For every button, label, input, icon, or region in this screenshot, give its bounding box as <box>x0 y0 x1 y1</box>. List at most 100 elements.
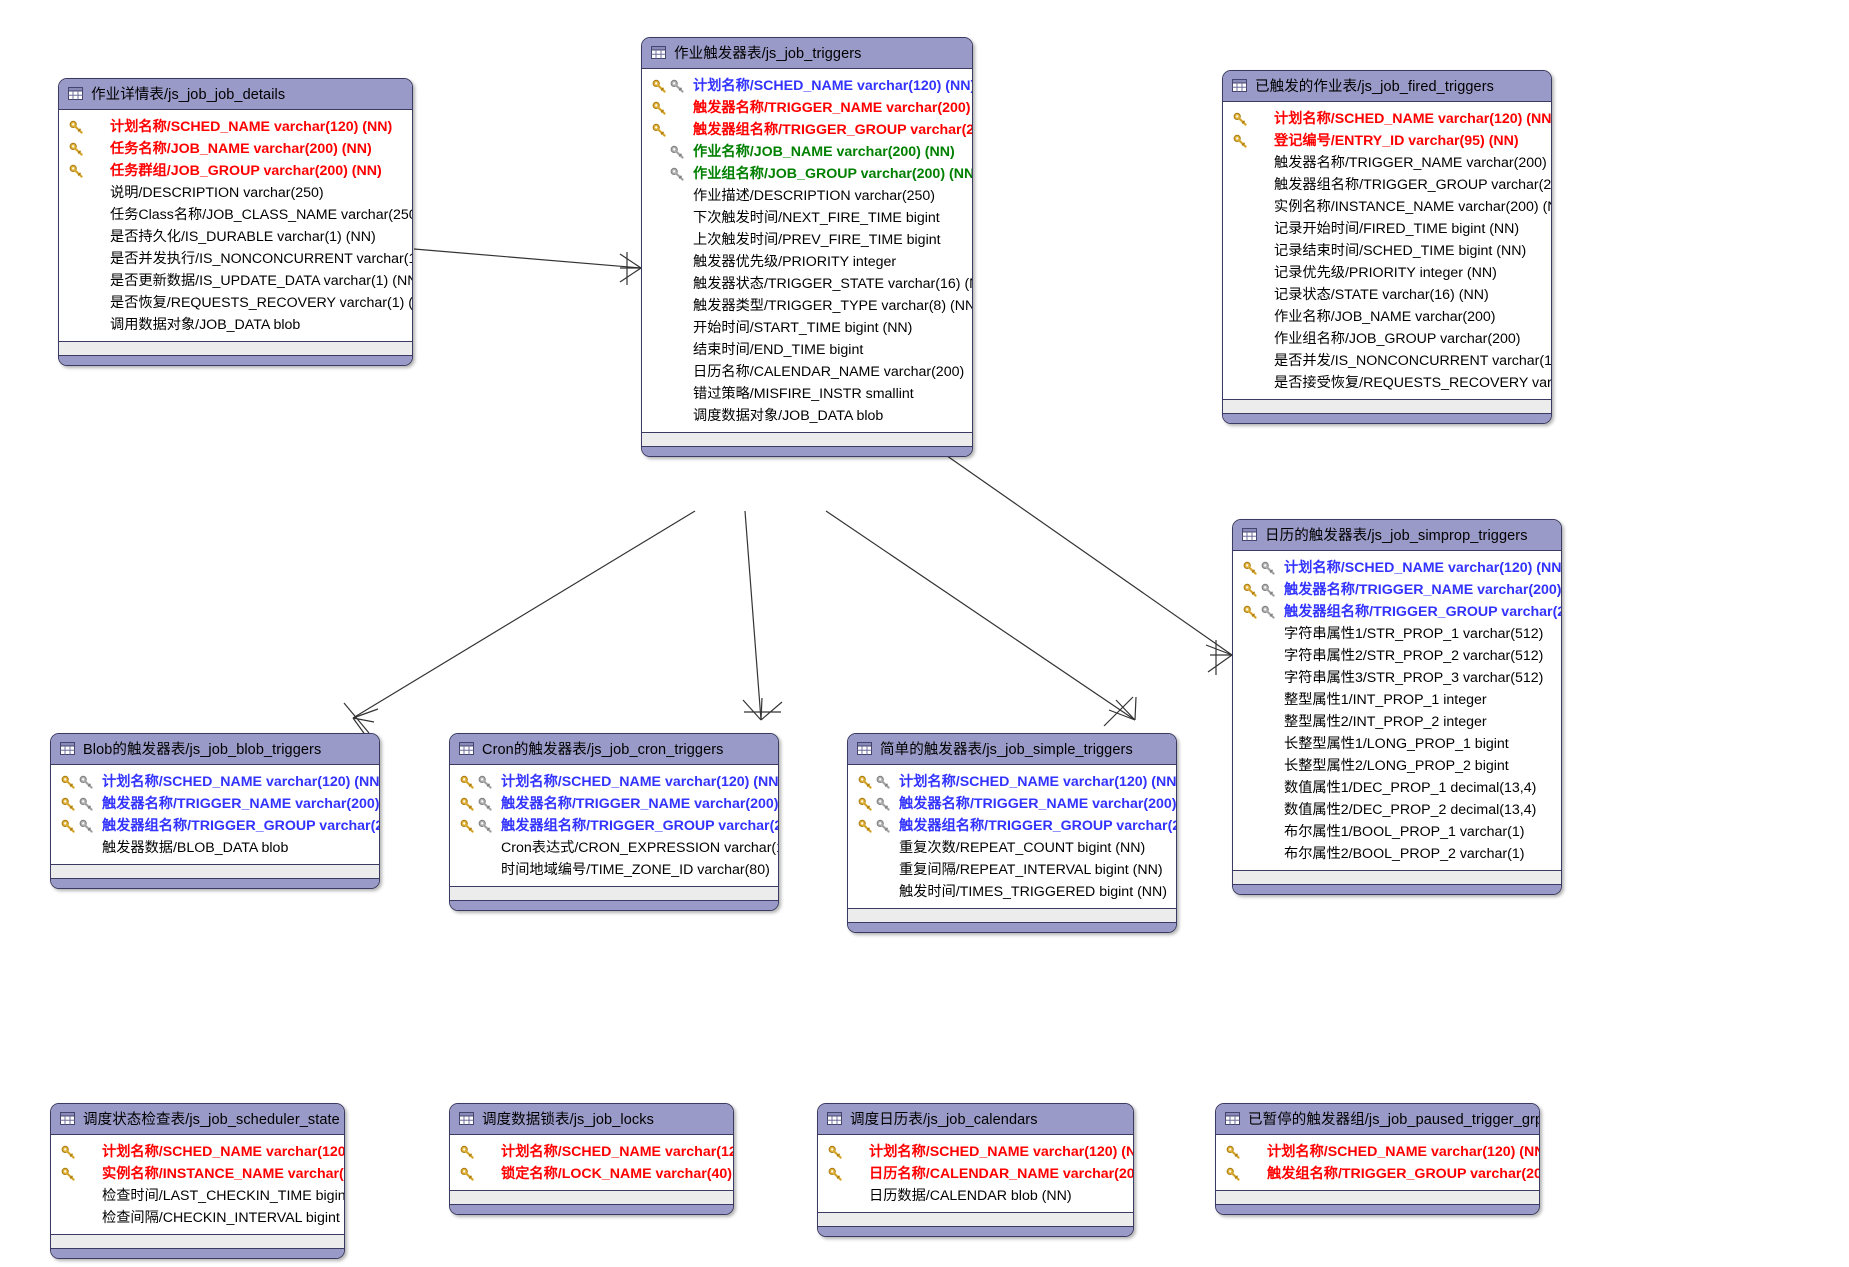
entity-job_triggers[interactable]: 作业触发器表/js_job_triggers 计划名称/SCHED_NAME va… <box>641 37 973 457</box>
attribute-row[interactable]: 调用数据对象/JOB_DATA blob <box>59 314 412 336</box>
attribute-row[interactable]: 触发器名称/TRIGGER_NAME varchar(200) (NN) <box>1223 152 1551 174</box>
attribute-row[interactable]: 记录优先级/PRIORITY integer (NN) <box>1223 262 1551 284</box>
attribute-row[interactable]: 触发器名称/TRIGGER_NAME varchar(200) (NN) <box>450 793 778 815</box>
attribute-row[interactable]: 实例名称/INSTANCE_NAME varchar(200) (NN) <box>51 1163 344 1185</box>
entity-blob_triggers[interactable]: Blob的触发器表/js_job_blob_triggers 计划名称/SCHED… <box>50 733 380 889</box>
attribute-row[interactable]: 说明/DESCRIPTION varchar(250) <box>59 182 412 204</box>
entity-paused_trigger_grps[interactable]: 已暂停的触发器组/js_job_paused_trigger_grps 计划名称/… <box>1215 1103 1540 1215</box>
entity-header-scheduler_state[interactable]: 调度状态检查表/js_job_scheduler_state <box>51 1104 344 1135</box>
attribute-row[interactable]: 日历名称/CALENDAR_NAME varchar(200) (NN) <box>818 1163 1133 1185</box>
entity-locks[interactable]: 调度数据锁表/js_job_locks 计划名称/SCHED_NAME varch… <box>449 1103 734 1215</box>
entity-header-calendars[interactable]: 调度日历表/js_job_calendars <box>818 1104 1133 1135</box>
attribute-row[interactable]: 作业描述/DESCRIPTION varchar(250) <box>642 185 972 207</box>
entity-header-locks[interactable]: 调度数据锁表/js_job_locks <box>450 1104 733 1135</box>
attribute-row[interactable]: 是否恢复/REQUESTS_RECOVERY varchar(1) (NN) <box>59 292 412 314</box>
attribute-row[interactable]: 触发时间/TIMES_TRIGGERED bigint (NN) <box>848 881 1176 903</box>
entity-calendars[interactable]: 调度日历表/js_job_calendars 计划名称/SCHED_NAME va… <box>817 1103 1134 1237</box>
attribute-row[interactable]: 任务Class名称/JOB_CLASS_NAME varchar(250) (N… <box>59 204 412 226</box>
attribute-row[interactable]: 调度数据对象/JOB_DATA blob <box>642 405 972 427</box>
attribute-row[interactable]: 是否接受恢复/REQUESTS_RECOVERY varchar(1) <box>1223 372 1551 394</box>
attribute-row[interactable]: 计划名称/SCHED_NAME varchar(120) (NN) <box>1233 557 1561 579</box>
attribute-row[interactable]: 数值属性2/DEC_PROP_2 decimal(13,4) <box>1233 799 1561 821</box>
attribute-row[interactable]: 字符串属性2/STR_PROP_2 varchar(512) <box>1233 645 1561 667</box>
attribute-row[interactable]: 记录开始时间/FIRED_TIME bigint (NN) <box>1223 218 1551 240</box>
attribute-row[interactable]: 作业组名称/JOB_GROUP varchar(200) <box>1223 328 1551 350</box>
attribute-row[interactable]: 错过策略/MISFIRE_INSTR smallint <box>642 383 972 405</box>
entity-header-job_details[interactable]: 作业详情表/js_job_job_details <box>59 79 412 110</box>
attribute-row[interactable]: 计划名称/SCHED_NAME varchar(120) (NN) <box>1223 108 1551 130</box>
attribute-row[interactable]: 字符串属性1/STR_PROP_1 varchar(512) <box>1233 623 1561 645</box>
attribute-row[interactable]: 时间地域编号/TIME_ZONE_ID varchar(80) <box>450 859 778 881</box>
attribute-row[interactable]: 任务名称/JOB_NAME varchar(200) (NN) <box>59 138 412 160</box>
attribute-row[interactable]: 长整型属性2/LONG_PROP_2 bigint <box>1233 755 1561 777</box>
attribute-row[interactable]: 检查时间/LAST_CHECKIN_TIME bigint (NN) <box>51 1185 344 1207</box>
entity-simple_triggers[interactable]: 简单的触发器表/js_job_simple_triggers 计划名称/SCHED… <box>847 733 1177 933</box>
attribute-row[interactable]: 计划名称/SCHED_NAME varchar(120) (NN) <box>450 771 778 793</box>
entity-header-cron_triggers[interactable]: Cron的触发器表/js_job_cron_triggers <box>450 734 778 765</box>
attribute-row[interactable]: 作业名称/JOB_NAME varchar(200) (NN) <box>642 141 972 163</box>
attribute-row[interactable]: 结束时间/END_TIME bigint <box>642 339 972 361</box>
attribute-row[interactable]: 上次触发时间/PREV_FIRE_TIME bigint <box>642 229 972 251</box>
attribute-row[interactable]: 登记编号/ENTRY_ID varchar(95) (NN) <box>1223 130 1551 152</box>
attribute-row[interactable]: 触发器类型/TRIGGER_TYPE varchar(8) (NN) <box>642 295 972 317</box>
attribute-row[interactable]: 作业名称/JOB_NAME varchar(200) <box>1223 306 1551 328</box>
attribute-row[interactable]: 数值属性1/DEC_PROP_1 decimal(13,4) <box>1233 777 1561 799</box>
entity-scheduler_state[interactable]: 调度状态检查表/js_job_scheduler_state 计划名称/SCHED… <box>50 1103 345 1259</box>
attribute-row[interactable]: 计划名称/SCHED_NAME varchar(120) (NN) <box>818 1141 1133 1163</box>
attribute-row[interactable]: 重复间隔/REPEAT_INTERVAL bigint (NN) <box>848 859 1176 881</box>
attribute-row[interactable]: 长整型属性1/LONG_PROP_1 bigint <box>1233 733 1561 755</box>
attribute-row[interactable]: 整型属性2/INT_PROP_2 integer <box>1233 711 1561 733</box>
attribute-row[interactable]: 计划名称/SCHED_NAME varchar(120) (NN) <box>450 1141 733 1163</box>
attribute-row[interactable]: 计划名称/SCHED_NAME varchar(120) (NN) <box>59 116 412 138</box>
attribute-row[interactable]: 触发器状态/TRIGGER_STATE varchar(16) (NN) <box>642 273 972 295</box>
attribute-row[interactable]: 记录状态/STATE varchar(16) (NN) <box>1223 284 1551 306</box>
attribute-row[interactable]: 任务群组/JOB_GROUP varchar(200) (NN) <box>59 160 412 182</box>
attribute-row[interactable]: 触发组名称/TRIGGER_GROUP varchar(200) (NN) <box>1216 1163 1539 1185</box>
attribute-row[interactable]: Cron表达式/CRON_EXPRESSION varchar(120) (NN… <box>450 837 778 859</box>
attribute-row[interactable]: 字符串属性3/STR_PROP_3 varchar(512) <box>1233 667 1561 689</box>
attribute-row[interactable]: 开始时间/START_TIME bigint (NN) <box>642 317 972 339</box>
attribute-row[interactable]: 锁定名称/LOCK_NAME varchar(40) (NN) <box>450 1163 733 1185</box>
entity-header-paused_trigger_grps[interactable]: 已暂停的触发器组/js_job_paused_trigger_grps <box>1216 1104 1539 1135</box>
attribute-row[interactable]: 重复次数/REPEAT_COUNT bigint (NN) <box>848 837 1176 859</box>
attribute-row[interactable]: 触发器组名称/TRIGGER_GROUP varchar(200) (NN) <box>1223 174 1551 196</box>
attribute-row[interactable]: 检查间隔/CHECKIN_INTERVAL bigint (NN) <box>51 1207 344 1229</box>
attribute-row[interactable]: 计划名称/SCHED_NAME varchar(120) (NN) <box>1216 1141 1539 1163</box>
attribute-row[interactable]: 日历名称/CALENDAR_NAME varchar(200) <box>642 361 972 383</box>
attribute-row[interactable]: 日历数据/CALENDAR blob (NN) <box>818 1185 1133 1207</box>
attribute-row[interactable]: 计划名称/SCHED_NAME varchar(120) (NN) <box>848 771 1176 793</box>
entity-simprop_triggers[interactable]: 日历的触发器表/js_job_simprop_triggers 计划名称/SCHE… <box>1232 519 1562 895</box>
attribute-row[interactable]: 触发器名称/TRIGGER_NAME varchar(200) (NN) <box>51 793 379 815</box>
attribute-row[interactable]: 触发器组名称/TRIGGER_GROUP varchar(200) (NN) <box>1233 601 1561 623</box>
attribute-row[interactable]: 实例名称/INSTANCE_NAME varchar(200) (NN) <box>1223 196 1551 218</box>
attribute-row[interactable]: 整型属性1/INT_PROP_1 integer <box>1233 689 1561 711</box>
entity-header-job_triggers[interactable]: 作业触发器表/js_job_triggers <box>642 38 972 69</box>
attribute-row[interactable]: 布尔属性1/BOOL_PROP_1 varchar(1) <box>1233 821 1561 843</box>
attribute-row[interactable]: 触发器组名称/TRIGGER_GROUP varchar(200) (NN) <box>848 815 1176 837</box>
attribute-row[interactable]: 触发器组名称/TRIGGER_GROUP varchar(200) (NN) <box>450 815 778 837</box>
attribute-row[interactable]: 触发器名称/TRIGGER_NAME varchar(200) (NN) <box>1233 579 1561 601</box>
entity-header-blob_triggers[interactable]: Blob的触发器表/js_job_blob_triggers <box>51 734 379 765</box>
attribute-row[interactable]: 触发器数据/BLOB_DATA blob <box>51 837 379 859</box>
attribute-row[interactable]: 是否持久化/IS_DURABLE varchar(1) (NN) <box>59 226 412 248</box>
entity-header-simple_triggers[interactable]: 简单的触发器表/js_job_simple_triggers <box>848 734 1176 765</box>
attribute-row[interactable]: 是否更新数据/IS_UPDATE_DATA varchar(1) (NN) <box>59 270 412 292</box>
attribute-row[interactable]: 计划名称/SCHED_NAME varchar(120) (NN) <box>642 75 972 97</box>
attribute-row[interactable]: 是否并发/IS_NONCONCURRENT varchar(1) <box>1223 350 1551 372</box>
attribute-row[interactable]: 下次触发时间/NEXT_FIRE_TIME bigint <box>642 207 972 229</box>
attribute-row[interactable]: 触发器优先级/PRIORITY integer <box>642 251 972 273</box>
attribute-row[interactable]: 计划名称/SCHED_NAME varchar(120) (NN) <box>51 771 379 793</box>
attribute-row[interactable]: 布尔属性2/BOOL_PROP_2 varchar(1) <box>1233 843 1561 865</box>
entity-header-simprop_triggers[interactable]: 日历的触发器表/js_job_simprop_triggers <box>1233 520 1561 551</box>
attribute-row[interactable]: 记录结束时间/SCHED_TIME bigint (NN) <box>1223 240 1551 262</box>
attribute-row[interactable]: 作业组名称/JOB_GROUP varchar(200) (NN) <box>642 163 972 185</box>
attribute-row[interactable]: 触发器组名称/TRIGGER_GROUP varchar(200) (NN) <box>51 815 379 837</box>
entity-cron_triggers[interactable]: Cron的触发器表/js_job_cron_triggers 计划名称/SCHED… <box>449 733 779 911</box>
attribute-row[interactable]: 是否并发执行/IS_NONCONCURRENT varchar(1) (NN) <box>59 248 412 270</box>
attribute-row[interactable]: 计划名称/SCHED_NAME varchar(120) (NN) <box>51 1141 344 1163</box>
attribute-row[interactable]: 触发器名称/TRIGGER_NAME varchar(200) (NN) <box>642 97 972 119</box>
entity-job_details[interactable]: 作业详情表/js_job_job_details 计划名称/SCHED_NAME … <box>58 78 413 366</box>
attribute-row[interactable]: 触发器名称/TRIGGER_NAME varchar(200) (NN) <box>848 793 1176 815</box>
attribute-row[interactable]: 触发器组名称/TRIGGER_GROUP varchar(200) (NN) <box>642 119 972 141</box>
